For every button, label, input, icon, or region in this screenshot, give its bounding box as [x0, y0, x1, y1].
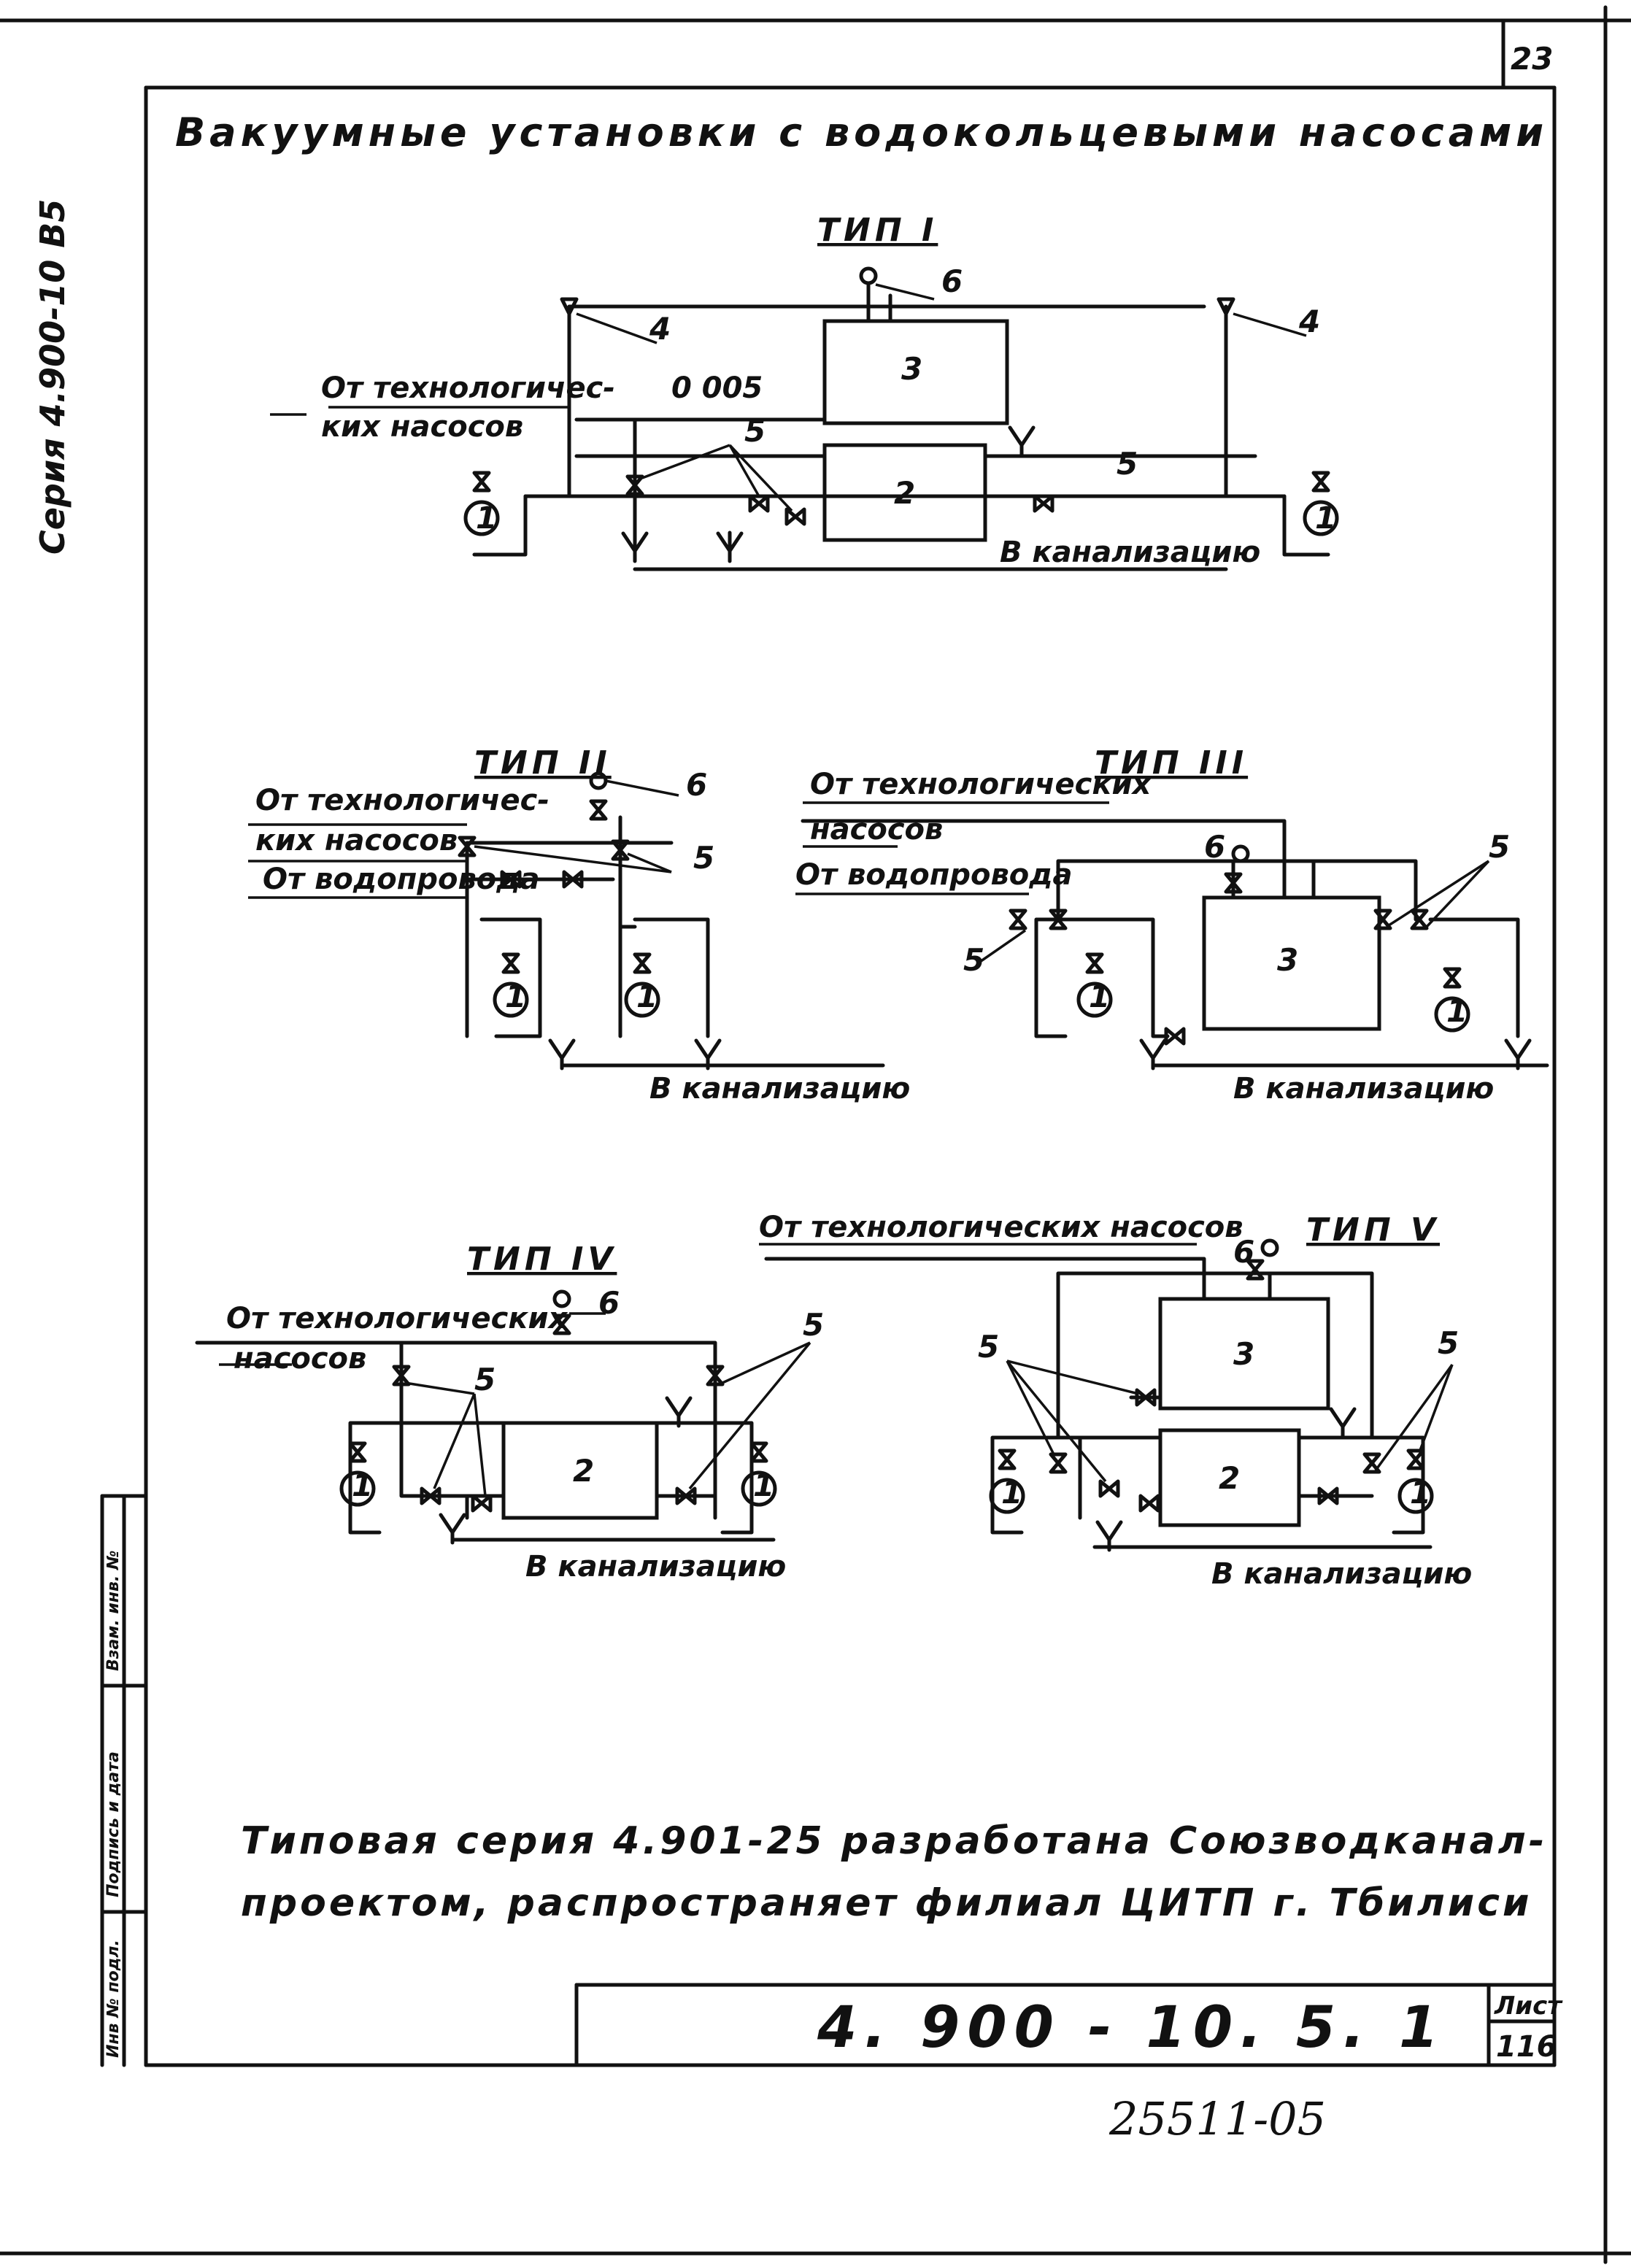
type-2-title: ТИП II — [474, 744, 612, 782]
type-3-callout-5b: 5 — [963, 942, 984, 978]
type-5-box-2 — [1158, 1428, 1301, 1527]
type-1-pump-left: 1 — [476, 500, 497, 536]
type-1-callout-5b: 5 — [1117, 446, 1138, 482]
type-5-drain: В канализацию — [1211, 1557, 1472, 1591]
type-3-from-label-2: насосов — [810, 813, 943, 846]
type-1-box-2 — [822, 443, 987, 542]
type-1-callout-6: 6 — [941, 263, 963, 299]
scheme-type-4: ТИП IV 2 От технологических насосов В ка… — [195, 1241, 824, 1584]
type-3-pump-right: 1 — [1446, 993, 1468, 1029]
type-2-callout-5: 5 — [693, 840, 714, 876]
type-5-box-3-label: 3 — [1233, 1336, 1254, 1372]
type-1-box-2-label: 2 — [894, 475, 915, 511]
left-stamp: Инв № подл. Подпись и дата Взам. инв. № — [100, 1494, 148, 2067]
type-1-title: ТИП I — [817, 212, 938, 249]
type-3-from-label-3: От водопровода — [795, 858, 1073, 892]
type-4-from-label-1: От технологических — [226, 1302, 568, 1335]
sheet-title: Вакуумные установки с водокольцевыми нас… — [175, 109, 1548, 155]
designation: 4. 900 - 10. 5. 1 — [817, 1995, 1446, 2061]
page-number: 23 — [1511, 41, 1553, 77]
type-4-box-2-label: 2 — [573, 1453, 594, 1489]
type-1-from-label-2: ких насосов — [321, 410, 523, 444]
type-5-from-label: От технологических насосов — [759, 1211, 1244, 1244]
type-4-drain: В канализацию — [525, 1550, 786, 1584]
stamp-replaced-inv: Взам. инв. № — [104, 1551, 123, 1671]
type-4-box-2 — [501, 1421, 659, 1520]
type-3-drain: В канализацию — [1233, 1072, 1494, 1106]
type-1-callout-4a: 4 — [649, 311, 671, 347]
type-4-pump-left: 1 — [352, 1467, 373, 1503]
note-line-2: проектом, распространяет филиал ЦИТП г. … — [241, 1881, 1532, 1925]
type-1-callout-4b: 4 — [1298, 304, 1320, 339]
type-3-box-3 — [1202, 895, 1381, 1031]
type-2-pump-right: 1 — [636, 979, 658, 1014]
scheme-type-1: ТИП I 3 2 От технологичес- ких насосов 0… — [270, 212, 1337, 571]
type-2-from-label-1: От технологичес- — [255, 784, 550, 817]
type-3-from-label-1: От технологических — [810, 768, 1152, 801]
type-2-from-label-3: От водопровода — [263, 863, 540, 896]
type-4-callout-6: 6 — [598, 1285, 620, 1321]
sheet-frame — [0, 5, 1631, 2264]
type-1-callout-5a: 5 — [744, 413, 766, 449]
type-5-pump-right: 1 — [1410, 1475, 1431, 1511]
note-line-1: Типовая серия 4.901-25 разработана Союзв… — [241, 1819, 1547, 1863]
scheme-type-2: ТИП II От технологичес- ких насосов От в… — [248, 744, 910, 1106]
type-4-pump-right: 1 — [753, 1467, 774, 1503]
type-5-pump-left: 1 — [1001, 1475, 1022, 1511]
type-2-from-label-2: ких насосов — [255, 824, 458, 857]
type-5-box-2-label: 2 — [1219, 1460, 1240, 1496]
type-2-pump-left: 1 — [505, 979, 526, 1014]
type-5-callout-5b: 5 — [1438, 1325, 1459, 1361]
title-block: 4. 900 - 10. 5. 1 Лист 116 — [574, 1983, 1563, 2067]
type-2-drain: В канализацию — [649, 1072, 910, 1106]
type-5-box-3 — [1158, 1297, 1330, 1411]
type-1-pipe-mark: 0 005 — [671, 371, 763, 405]
type-1-from-label-1: От технологичес- — [321, 371, 615, 405]
type-3-callout-6: 6 — [1204, 829, 1225, 865]
sheet-number: 116 — [1496, 2030, 1557, 2064]
stamp-signature-date: Подпись и дата — [104, 1751, 123, 1897]
type-4-title: ТИП IV — [467, 1241, 617, 1278]
type-1-drain: В канализацию — [1000, 536, 1260, 569]
type-4-callout-5a: 5 — [803, 1307, 824, 1343]
scheme-type-3: ТИП III 3 От технологических насосов От … — [795, 744, 1549, 1106]
type-5-callout-5a: 5 — [978, 1329, 999, 1365]
type-3-pump-left: 1 — [1089, 979, 1110, 1014]
type-5-callout-6: 6 — [1233, 1234, 1254, 1270]
scheme-type-5: ТИП V 3 2 От технологических насосов В к… — [759, 1211, 1472, 1591]
handwritten-number: 25511-05 — [1108, 2092, 1326, 2145]
type-5-title: ТИП V — [1306, 1211, 1440, 1249]
type-1-box-3 — [822, 319, 1009, 425]
sheet-label: Лист — [1494, 1991, 1563, 2021]
type-1-pump-right: 1 — [1315, 500, 1336, 536]
type-3-callout-5a: 5 — [1489, 829, 1510, 865]
type-3-box-3-label: 3 — [1277, 942, 1298, 978]
side-series-label: Серия 4.900-10 В5 — [33, 199, 72, 555]
type-3-title: ТИП III — [1095, 744, 1248, 782]
type-1-box-3-label: 3 — [901, 351, 922, 387]
stamp-inv-no: Инв № подл. — [104, 1940, 123, 2058]
type-2-callout-6: 6 — [686, 767, 707, 803]
type-4-from-label-2: насосов — [234, 1342, 366, 1376]
type-4-callout-5b: 5 — [474, 1362, 496, 1397]
